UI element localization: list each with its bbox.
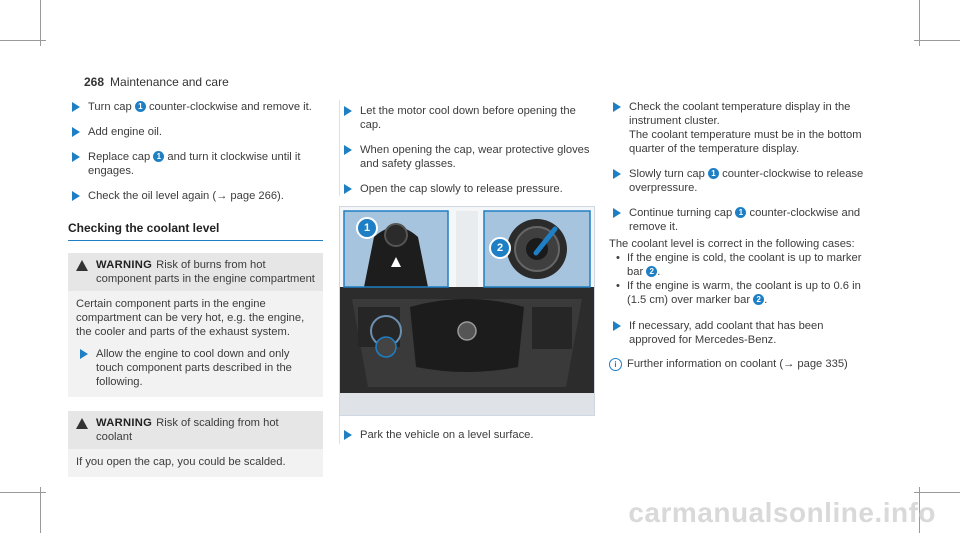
section-title: Checking the coolant level: [68, 221, 323, 241]
step-arrow-icon: [80, 349, 88, 359]
step-arrow-icon: [344, 106, 352, 116]
crop-mark: [0, 40, 46, 41]
step-arrow-icon: [613, 321, 621, 331]
column-3: Check the coolant temperature display in…: [609, 100, 869, 371]
crop-mark: [40, 487, 41, 533]
engine-illustration: [340, 207, 594, 415]
step-arrow-icon: [613, 102, 621, 112]
step: If necessary, add coolant that has been …: [609, 319, 869, 347]
crop-mark: [0, 492, 46, 493]
callout-1: 1: [356, 217, 378, 239]
page-number: 268: [84, 75, 105, 89]
step-arrow-icon: [72, 152, 80, 162]
step-arrow-icon: [72, 191, 80, 201]
step-arrow-icon: [344, 430, 352, 440]
marker-2: 2: [753, 294, 765, 305]
step: Add engine oil.: [68, 125, 323, 139]
step-arrow-icon: [72, 102, 80, 112]
engine-compartment-figure: 1 2: [339, 206, 595, 416]
step: Park the vehicle on a level surface.: [340, 428, 594, 442]
step: Replace cap 1 and turn it clockwise unti…: [68, 150, 323, 178]
warning-body: If you open the cap, you could be scalde…: [76, 456, 286, 468]
section-name: Maintenance and care: [110, 75, 229, 89]
marker-1: 1: [735, 207, 747, 218]
crop-mark: [40, 0, 41, 46]
step-arrow-icon: [613, 208, 621, 218]
crop-mark: [919, 0, 920, 46]
step: Allow the engine to cool down and only t…: [76, 347, 315, 389]
info-note: i Further information on coolant (→ page…: [609, 357, 869, 371]
step: Continue turning cap 1 counter-clockwise…: [609, 206, 869, 234]
marker-1: 1: [707, 168, 719, 179]
step-arrow-icon: [344, 145, 352, 155]
watermark: carmanualsonline.info: [628, 497, 936, 528]
crop-mark: [914, 492, 960, 493]
info-icon: i: [609, 358, 622, 371]
callout-2: 2: [489, 237, 511, 259]
step: When opening the cap, wear protective gl…: [340, 143, 594, 171]
paragraph: The coolant level is correct in the foll…: [609, 238, 855, 250]
bullet-item: If the engine is warm, the coolant is up…: [609, 279, 869, 307]
warning-triangle-icon: [76, 260, 88, 271]
column-1: Turn cap 1 counter-clockwise and remove …: [68, 100, 323, 491]
step-arrow-icon: [72, 127, 80, 137]
step-arrow-icon: [613, 169, 621, 179]
step-group: Let the motor cool down before opening t…: [339, 100, 594, 196]
marker-2: 2: [646, 266, 658, 277]
crop-mark: [919, 487, 920, 533]
step: Check the coolant temperature display in…: [609, 100, 869, 156]
step-group: Park the vehicle on a level surface.: [339, 416, 594, 444]
step: Check the oil level again (→ page 266).: [68, 189, 323, 203]
step: Open the cap slowly to release pressure.: [340, 182, 594, 196]
bullet-item: If the engine is cold, the coolant is up…: [609, 251, 869, 279]
step: Let the motor cool down before opening t…: [340, 104, 594, 132]
marker-1: 1: [153, 151, 165, 162]
marker-1: 1: [134, 101, 146, 112]
warning-body: Certain component parts in the engine co…: [68, 291, 323, 397]
column-2: Let the motor cool down before opening t…: [339, 100, 595, 444]
warning-triangle-icon: [76, 418, 88, 429]
step: Turn cap 1 counter-clockwise and remove …: [68, 100, 323, 114]
step: Slowly turn cap 1 counter-clockwise to r…: [609, 167, 869, 195]
crop-mark: [914, 40, 960, 41]
page-header: 268 Maintenance and care: [84, 75, 229, 89]
step-arrow-icon: [344, 184, 352, 194]
